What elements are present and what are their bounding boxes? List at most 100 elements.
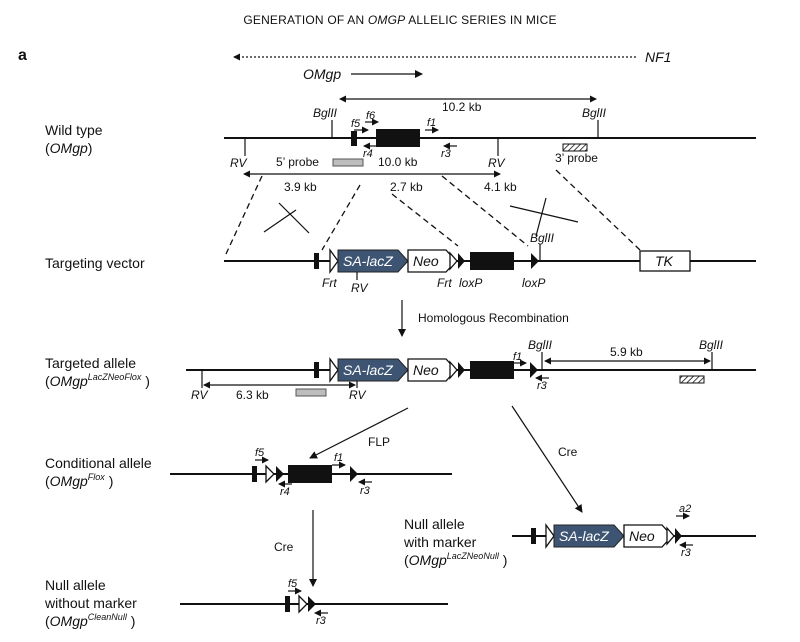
targeted-loxp-1 [458, 362, 465, 378]
wild-type-allele: Wild type (OMgp) 10.2 kb BglII BglII f6 … [45, 95, 756, 194]
omgp-label: OMgp [303, 66, 341, 82]
cre-arrow-right [511, 405, 583, 513]
frt-site-2 [449, 251, 458, 271]
probe-3prime-box [562, 143, 588, 152]
recombination-crossover [225, 169, 641, 255]
null-allele-with-marker: Null allele with marker (OMgpLacZNeoNull… [403, 503, 756, 568]
bglii-left-label: BglII [313, 106, 338, 120]
null-marker-frt-2 [666, 526, 675, 546]
targeted-allele: Targeted allele (OMgpLacZNeoFlox ) SA-la… [45, 338, 756, 402]
conditional-allele: Conditional allele (OMgpFlox ) f5 f1 r4 … [45, 447, 452, 498]
tk-label: TK [655, 253, 674, 269]
primer-r3-label: r3 [441, 148, 452, 160]
conditional-f5-label: f5 [255, 447, 265, 459]
null-clean-exon-1 [285, 596, 290, 612]
null-clean-loxp [308, 596, 316, 612]
targeted-rv-right-label: RV [349, 388, 366, 402]
wild-type-label: Wild type [45, 122, 103, 138]
conditional-frt [265, 464, 275, 484]
loxp-2-label: loxP [522, 276, 545, 290]
primer-r4-label: r4 [363, 148, 373, 160]
flp-label: FLP [368, 435, 390, 449]
nf1-label: NF1 [645, 49, 671, 65]
targeted-allele-genotype: (OMgpLacZNeoFlox ) [45, 372, 150, 389]
flp-arrow [309, 407, 409, 459]
vector-bglii-label: BglII [530, 231, 555, 245]
rv-right-label: RV [488, 156, 505, 170]
conditional-exon-2 [288, 465, 332, 483]
null-clean-f5-label: f5 [288, 578, 298, 590]
probe-3prime-label: 3’ probe [555, 151, 598, 165]
null-marker-r3-label: r3 [681, 547, 692, 559]
targeted-exon-2 [470, 361, 514, 379]
vector-exon-2 [470, 252, 514, 270]
null-clean-label-2: without marker [44, 595, 137, 611]
loxp-1-label: loxP [459, 276, 482, 290]
loxp-site-1 [458, 253, 465, 269]
conditional-allele-genotype: (OMgpFlox ) [45, 472, 113, 489]
targeted-5prime-probe [295, 388, 327, 397]
targeted-bglii-left-label: BglII [528, 338, 553, 352]
null-marker-label-1: Null allele [404, 516, 465, 532]
conditional-allele-label: Conditional allele [45, 455, 152, 471]
primer-f1-label: f1 [427, 117, 436, 129]
targeted-3prime-probe [679, 375, 705, 384]
wild-type-genotype: (OMgp) [45, 140, 92, 156]
cre-down-label: Cre [274, 540, 294, 554]
sa-lacz-cassette [337, 249, 409, 273]
exon-2 [376, 129, 420, 147]
targeting-vector-label: Targeting vector [45, 255, 145, 271]
exon-1 [351, 131, 357, 146]
segment-4-1kb-label: 4.1 kb [484, 180, 517, 194]
primer-f5-label: f5 [351, 118, 361, 130]
null-clean-r3-label: r3 [316, 615, 327, 627]
conditional-loxp-1 [276, 466, 284, 482]
rv-left-label: RV [230, 156, 247, 170]
dist-5-9kb-label: 5.9 kb [610, 345, 643, 359]
targeted-rv-left-label: RV [191, 388, 208, 402]
bglii-right-label: BglII [582, 106, 607, 120]
cross-mark-right [509, 205, 579, 223]
targeting-vector: Targeting vector SA-lacZ Neo BglII TK Fr… [45, 231, 756, 295]
targeted-exon-1 [314, 362, 319, 378]
conditional-loxp-2 [350, 466, 358, 482]
conditional-f1-label: f1 [334, 452, 343, 464]
conditional-exon-1 [252, 466, 257, 482]
null-marker-frt-1 [545, 523, 555, 549]
dist-6-3kb-label: 6.3 kb [236, 388, 269, 402]
cre-right-label: Cre [558, 445, 578, 459]
null-marker-sa-lacz [553, 524, 625, 548]
sa-lacz-label: SA-lacZ [343, 253, 393, 269]
frt-site-1 [329, 248, 339, 274]
segment-3-9kb-label: 3.9 kb [284, 180, 317, 194]
targeted-sa-lacz-label: SA-lacZ [343, 362, 393, 378]
homologous-recombination-label: Homologous Recombination [418, 311, 569, 325]
frt-2-label: Frt [437, 276, 452, 290]
probe-5prime-box [332, 158, 364, 167]
probe-5prime-label: 5’ probe [276, 155, 319, 169]
null-marker-genotype: (OMgpLacZNeoNull ) [404, 551, 507, 568]
null-marker-a2-label: a2 [679, 503, 691, 515]
null-clean-genotype: (OMgpCleanNull ) [45, 612, 135, 629]
segment-2-7kb-label: 2.7 kb [390, 180, 423, 194]
figure-header: GENERATION OF AN OMGP ALLELIC SERIES IN … [243, 13, 556, 27]
frt-1-label: Frt [322, 276, 337, 290]
cross-mark-left [278, 202, 310, 234]
null-clean-frt [298, 594, 308, 614]
targeted-bglii-right-label: BglII [699, 338, 724, 352]
null-marker-neo-label: Neo [629, 528, 655, 544]
dist-10-2kb-label: 10.2 kb [442, 100, 482, 114]
dist-10-0kb-label: 10.0 kb [378, 155, 418, 169]
conditional-r3-label: r3 [360, 485, 371, 497]
targeted-allele-label: Targeted allele [45, 355, 136, 371]
vector-rv-label: RV [351, 281, 368, 295]
primer-f6-label: f6 [366, 110, 376, 122]
targeted-frt-2 [449, 360, 458, 380]
loxp-site-2 [531, 253, 539, 269]
null-marker-exon-1 [531, 528, 536, 544]
neo-label: Neo [413, 253, 439, 269]
targeted-sa-lacz [337, 358, 409, 382]
targeted-r3-label: r3 [537, 380, 548, 392]
